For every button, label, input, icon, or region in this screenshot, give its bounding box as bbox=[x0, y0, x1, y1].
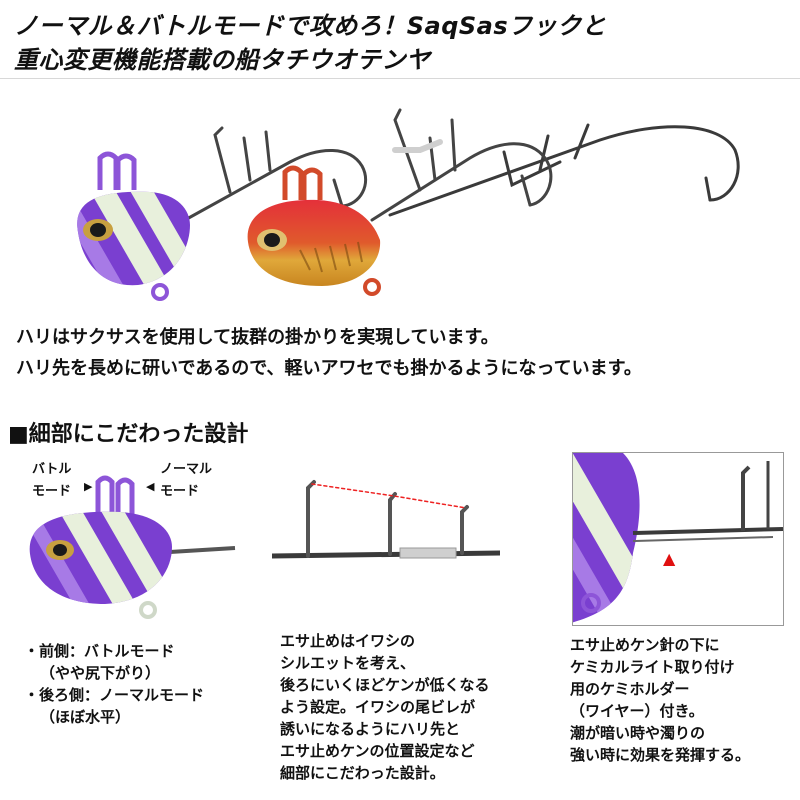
panel2-note-3: 後ろにいくほどケンが低くなる bbox=[280, 676, 490, 694]
battle-mode-label-1: バトル bbox=[32, 462, 72, 477]
normal-mode-label-1: ノーマル bbox=[160, 462, 213, 477]
panel2-note-2: シルエットを考え、 bbox=[280, 654, 416, 672]
header-banner: ノーマル＆バトルモードで攻めろ！SaqSasフックと 重心変更機能搭載の船タチウ… bbox=[0, 0, 800, 79]
battle-mode-arrow: ▶ bbox=[84, 480, 93, 493]
panel3-notes: エサ止めケン針の下に ケミカルライト取り付け 用のケミホルダー （ワイヤー）付き… bbox=[570, 634, 750, 766]
purple-jig-head bbox=[77, 151, 190, 301]
panel3-note-2: ケミカルライト取り付け bbox=[570, 658, 735, 676]
description-line2: ハリ先を長めに研いであるので、軽いアワセでも掛かるようになっています。 bbox=[16, 358, 642, 379]
battle-mode-label-2: モード bbox=[32, 484, 72, 499]
panel2-note-1: エサ止めはイワシの bbox=[280, 632, 416, 650]
description-line1: ハリはサクサスを使用して抜群の掛かりを実現しています。 bbox=[16, 327, 499, 348]
panel1-notes: ・前側：バトルモード （やや尻下がり） ・後ろ側：ノーマルモード （ほぼ水平） bbox=[24, 640, 204, 728]
panel3-note-6: 強い時に効果を発揮する。 bbox=[570, 746, 751, 764]
detail-purple-head bbox=[29, 475, 236, 619]
panel1-note-3: ・後ろ側：ノーマルモード bbox=[24, 686, 205, 704]
hook-wire-red bbox=[370, 108, 553, 222]
hook-wire-purple bbox=[183, 126, 368, 222]
hero-product-image bbox=[0, 80, 800, 310]
panel2-note-7: 細部にこだわった設計。 bbox=[280, 764, 445, 782]
bait-stopper-diagram bbox=[272, 480, 500, 559]
panel2-note-5: 誘いになるようにハリ先と bbox=[280, 720, 461, 738]
panel1-note-4: （ほぼ水平） bbox=[40, 708, 131, 726]
chemi-holder-marker: ▲ bbox=[663, 549, 676, 568]
panel-chemi-holder: ▲ bbox=[572, 452, 784, 626]
section-title: ■細部にこだわった設計 bbox=[8, 422, 249, 447]
header-title-line2: 重心変更機能搭載の船タチウオテンヤ bbox=[14, 46, 431, 74]
chemi-holder-photo bbox=[573, 453, 783, 625]
panel3-note-4: （ワイヤー）付き。 bbox=[570, 702, 704, 720]
panel2-note-4: よう設定。イワシの尾ビレが bbox=[280, 698, 476, 716]
panel-bait-stopper bbox=[272, 452, 500, 627]
normal-mode-arrow: ◀ bbox=[146, 480, 155, 493]
panel2-note-6: エサ止めケンの位置設定など bbox=[280, 742, 475, 760]
hook-wire-back bbox=[388, 123, 740, 217]
panel1-note-2: （やや尻下がり） bbox=[40, 664, 161, 682]
panel2-notes: エサ止めはイワシの シルエットを考え、 後ろにいくほどケンが低くなる よう設定。… bbox=[280, 630, 490, 784]
red-jig-head bbox=[247, 165, 381, 296]
panel-mode-eyelets: バトル モード ▶ ノーマル モード ◀ bbox=[20, 452, 250, 627]
panel3-note-1: エサ止めケン針の下に bbox=[570, 636, 720, 654]
header-title-line1: ノーマル＆バトルモードで攻めろ！SaqSasフックと bbox=[14, 12, 607, 40]
panel3-note-3: 用のケミホルダー bbox=[570, 680, 690, 698]
panel3-note-5: 潮が暗い時や濁りの bbox=[570, 724, 706, 742]
normal-mode-label-2: モード bbox=[160, 484, 200, 499]
panel1-note-1: ・前側：バトルモード bbox=[24, 642, 175, 660]
